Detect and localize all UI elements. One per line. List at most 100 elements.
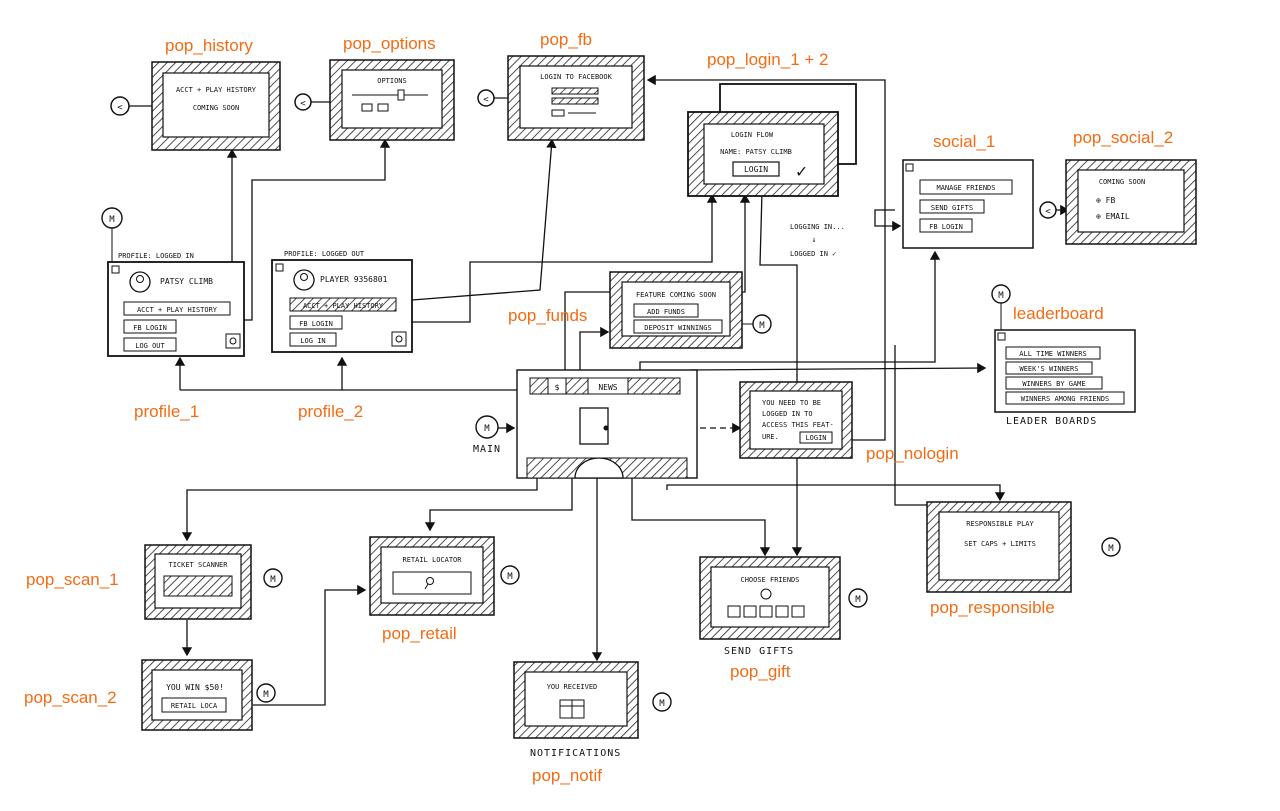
nologin-button: LOGIN <box>805 434 826 442</box>
nologin-line: YOU NEED TO BE <box>762 399 821 407</box>
money-bag-icon <box>760 588 772 600</box>
leaderboard-item: WINNERS BY GAME <box>1022 380 1085 388</box>
pop-login-screen: LOGIN FLOW NAME: PATSY CLIMB LOGIN ✓ LOG… <box>687 83 857 258</box>
add-funds-item: ADD FUNDS <box>647 308 685 316</box>
profile-1-screen: PROFILE: LOGGED IN PATSY CLIMB ACCT + PL… <box>101 207 245 357</box>
leaderboard-item: ALL TIME WINNERS <box>1019 350 1086 358</box>
label-pop-notif: pop_notif <box>532 766 602 785</box>
profile-2-log-in: LOG IN <box>300 337 325 345</box>
dollar-icon: $ <box>555 383 560 392</box>
profile-2-history: ACCT + PLAY HISTORY <box>303 302 384 310</box>
responsible-body: SET CAPS + LIMITS <box>964 540 1036 548</box>
m-icon: M <box>484 424 490 434</box>
leaderboard-item: WEEK'S WINNERS <box>1019 365 1078 373</box>
m-icon: M <box>507 572 513 582</box>
pop-options-screen: OPTIONS < <box>294 59 455 141</box>
label-pop-login: pop_login_1 + 2 <box>707 50 829 69</box>
manage-friends-item: MANAGE FRIENDS <box>936 184 995 192</box>
send-gifts-item: SEND GIFTS <box>931 204 973 212</box>
fb-login-item: FB LOGIN <box>929 223 963 231</box>
back-icon: < <box>300 99 306 109</box>
scanner-title: TICKET SCANNER <box>168 561 228 569</box>
login-name: NAME: PATSY CLIMB <box>720 148 792 156</box>
back-icon: < <box>1045 207 1051 217</box>
profile-1-name: PATSY CLIMB <box>160 277 213 286</box>
label-pop-history: pop_history <box>165 36 253 55</box>
scan-win-title: YOU WIN $50! <box>166 683 224 692</box>
retail-locator-button: RETAIL LOCA <box>171 702 218 710</box>
profile-2-screen: PROFILE: LOGGED OUT PLAYER 9356801 ACCT … <box>271 250 413 353</box>
m-icon: M <box>1108 544 1114 554</box>
pop-scan-1-screen: TICKET SCANNER M <box>144 544 283 620</box>
barcode-icon <box>163 575 233 597</box>
label-profile-2: profile_2 <box>298 402 364 421</box>
logging-in-text: LOGGING IN... <box>790 223 845 231</box>
profile-2-header: PROFILE: LOGGED OUT <box>284 250 365 258</box>
check-icon: ✓ <box>796 161 807 182</box>
social-email-option: ⊕ EMAIL <box>1096 212 1130 221</box>
m-icon: M <box>270 575 276 585</box>
down-arrow-icon: ↓ <box>812 235 817 244</box>
nologin-line: LOGGED IN TO <box>762 410 813 418</box>
label-pop-nologin: pop_nologin <box>866 444 959 463</box>
label-pop-funds: pop_funds <box>508 306 588 325</box>
gear-icon <box>229 337 237 345</box>
label-leaderboard: leaderboard <box>1013 304 1104 323</box>
profile-1-history: ACCT + PLAY HISTORY <box>137 306 218 314</box>
profile-2-player: PLAYER 9356801 <box>320 275 388 284</box>
fb-title: LOGIN TO FACEBOOK <box>540 73 612 81</box>
logged-in-text: LOGGED IN ✓ <box>790 250 836 258</box>
label-pop-responsible: pop_responsible <box>930 598 1055 617</box>
label-pop-retail: pop_retail <box>382 624 457 643</box>
pop-gift-screen: CHOOSE FRIENDS M <box>699 556 868 640</box>
profile-1-header: PROFILE: LOGGED IN <box>118 252 194 260</box>
social-fb-option: ⊕ FB <box>1096 196 1115 205</box>
pop-social-2-screen: COMING SOON ⊕ FB ⊕ EMAIL < <box>1039 159 1197 245</box>
nologin-line: ACCESS THIS FEAT- <box>762 421 834 429</box>
notif-title: YOU RECEIVED <box>547 683 598 691</box>
gear-icon <box>395 335 403 343</box>
login-button-sketch: LOGIN <box>744 165 768 174</box>
retail-title: RETAIL LOCATOR <box>402 556 462 564</box>
m-icon: M <box>759 321 765 331</box>
pop-responsible-screen: RESPONSIBLE PLAY SET CAPS + LIMITS M <box>926 501 1121 593</box>
login-flow-title: LOGIN FLOW <box>731 131 774 139</box>
social-1-screen: MANAGE FRIENDS SEND GIFTS FB LOGIN <box>902 159 1034 249</box>
label-profile-1: profile_1 <box>134 402 200 421</box>
gift-title: CHOOSE FRIENDS <box>740 576 799 584</box>
m-icon: M <box>109 215 115 225</box>
responsible-title: RESPONSIBLE PLAY <box>966 520 1034 528</box>
main-screen: $ NEWS M <box>475 369 698 479</box>
history-title: ACCT + PLAY HISTORY <box>176 86 257 94</box>
label-pop-gift: pop_gift <box>730 662 791 681</box>
leaderboard-screen: ALL TIME WINNERS WEEK'S WINNERS WINNERS … <box>991 284 1136 413</box>
leaderboard-item: WINNERS AMONG FRIENDS <box>1021 395 1110 403</box>
profile-1-log-out: LOG OUT <box>135 342 165 350</box>
label-pop-options: pop_options <box>343 34 436 53</box>
funds-title: FEATURE COMING SOON <box>636 291 716 299</box>
back-icon: < <box>117 103 123 113</box>
profile-1-fb-login: FB LOGIN <box>133 324 167 332</box>
history-body: COMING SOON <box>193 104 239 112</box>
m-icon: M <box>998 291 1004 301</box>
news-tab: NEWS <box>598 383 617 392</box>
profile-2-fb-login: FB LOGIN <box>299 320 333 328</box>
label-pop-fb: pop_fb <box>540 30 592 49</box>
m-icon: M <box>263 690 269 700</box>
pop-funds-screen: FEATURE COMING SOON ADD FUNDS DEPOSIT WI… <box>609 271 772 349</box>
label-pop-social-2: pop_social_2 <box>1073 128 1174 147</box>
label-social-1: social_1 <box>933 132 996 151</box>
caption-main: MAIN <box>473 444 502 455</box>
pop-scan-2-screen: YOU WIN $50! RETAIL LOCA M <box>141 659 276 731</box>
pop-retail-screen: RETAIL LOCATOR M <box>369 536 520 616</box>
back-icon: < <box>483 95 489 105</box>
deposit-item: DEPOSIT WINNINGS <box>644 324 711 332</box>
nologin-line: URE. <box>762 433 779 441</box>
pop-notif-screen: YOU RECEIVED M <box>513 661 672 739</box>
pop-history-screen: ACCT + PLAY HISTORY COMING SOON < <box>110 61 281 151</box>
label-pop-scan-2: pop_scan_2 <box>24 688 117 707</box>
m-icon: M <box>659 699 665 709</box>
caption-send-gifts: SEND GIFTS <box>724 646 795 657</box>
pop-nologin-screen: YOU NEED TO BE LOGGED IN TO ACCESS THIS … <box>739 381 853 459</box>
caption-leaderboards: LEADER BOARDS <box>1006 416 1098 427</box>
